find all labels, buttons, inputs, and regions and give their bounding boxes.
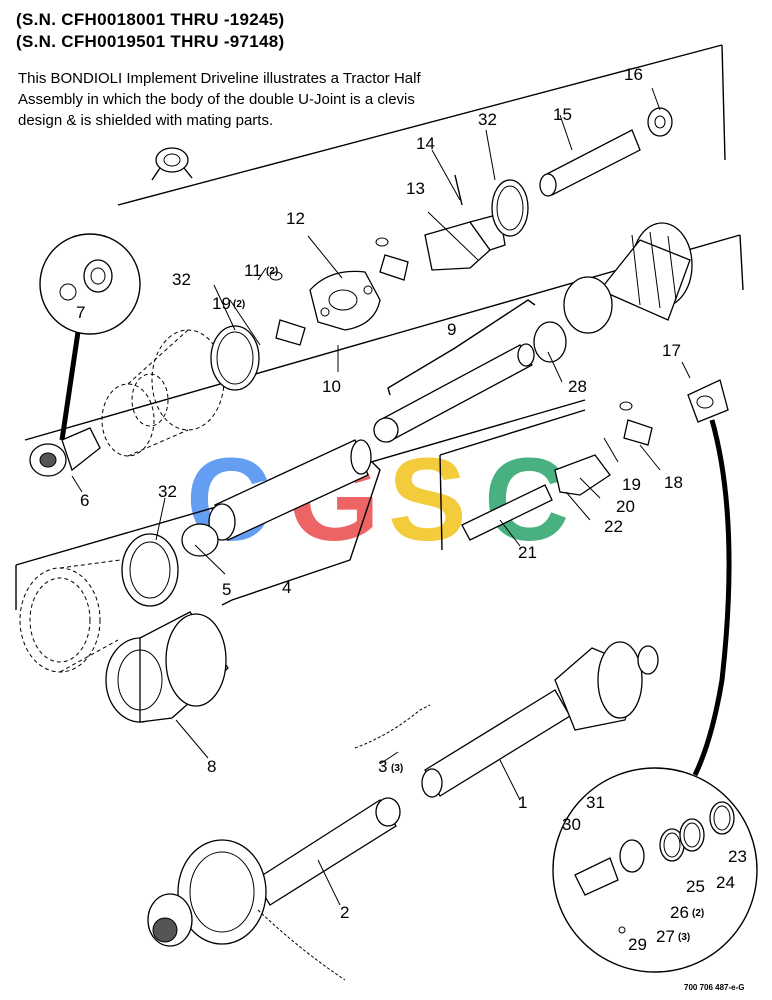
part-22-yoke xyxy=(554,454,611,496)
callout-19b: 19 xyxy=(622,475,641,494)
callout-3: 3 xyxy=(378,757,387,776)
part-6-yoke xyxy=(29,427,101,477)
callout-4: 4 xyxy=(282,578,291,597)
parts-23-31-inset xyxy=(552,767,758,973)
callout-31: 31 xyxy=(586,793,605,812)
part-8-shield-cone xyxy=(105,611,229,723)
description-text: This BONDIOLI Implement Driveline illust… xyxy=(18,70,421,129)
callout-19a-qty: (2) xyxy=(233,299,245,310)
callout-5: 5 xyxy=(222,580,231,599)
yoke-thumbnail xyxy=(151,147,193,181)
callout-24: 24 xyxy=(716,873,735,892)
part-21-inner-tube xyxy=(461,484,553,541)
callout-20: 20 xyxy=(616,497,635,516)
shield-cone-lower-dashed xyxy=(19,559,121,673)
callout-22: 22 xyxy=(604,517,623,536)
callout-3-qty: (3) xyxy=(391,763,403,774)
serial-range-2: (S.N. CFH0019501 THRU -97148) xyxy=(16,32,285,51)
part-17-leader xyxy=(692,419,732,777)
callout-8: 8 xyxy=(207,757,216,776)
part-32-ring-lower xyxy=(121,533,179,607)
watermark-letter-3: S xyxy=(388,434,467,566)
part-13-yoke xyxy=(424,213,506,271)
part-14-pin xyxy=(454,174,463,206)
callout-32c: 32 xyxy=(158,482,177,501)
callout-28: 28 xyxy=(568,377,587,396)
callout-26-qty: (2) xyxy=(692,908,704,919)
shield-cone-upper-right xyxy=(563,222,693,334)
part-4-outer-tube xyxy=(208,439,372,541)
part-2-shaft xyxy=(147,797,401,981)
part-12-clevis xyxy=(309,270,381,331)
callout-10: 10 xyxy=(322,377,341,396)
callout-11-qty: (2) xyxy=(266,266,278,277)
callout-14: 14 xyxy=(416,134,435,153)
part-16-collar xyxy=(647,107,673,137)
part-28-bearing-ring xyxy=(533,321,567,363)
callout-11: 11 xyxy=(244,261,262,280)
serial-range-1: (S.N. CFH0018001 THRU -19245) xyxy=(16,10,285,29)
part-9-bracket xyxy=(387,299,536,396)
callout-29: 29 xyxy=(628,935,647,954)
callout-32a: 32 xyxy=(478,110,497,129)
callout-17: 17 xyxy=(662,341,681,360)
part-32-ring-upper xyxy=(210,325,260,391)
callout-2: 2 xyxy=(340,903,349,922)
part-5-bearing-ring xyxy=(181,523,219,557)
callout-25: 25 xyxy=(686,877,705,896)
part-4-bracket xyxy=(221,461,381,606)
callout-26: 26 xyxy=(670,903,689,922)
callout-18: 18 xyxy=(664,473,683,492)
callout-1: 1 xyxy=(518,793,527,812)
part-15-outer-tube xyxy=(539,129,641,197)
callout-leaders xyxy=(71,87,691,906)
callout-15: 15 xyxy=(553,105,572,124)
cross-bearing-kits xyxy=(269,237,653,446)
callout-6: 6 xyxy=(80,491,89,510)
callout-32b: 32 xyxy=(172,270,191,289)
part-1-shaft xyxy=(421,641,659,798)
callout-9: 9 xyxy=(447,320,456,339)
callout-labels: 1 2 3 (3) 4 5 6 7 8 9 10 11 (2) 12 13 14… xyxy=(76,65,747,954)
callout-23: 23 xyxy=(728,847,747,866)
part-7-inset xyxy=(39,233,141,441)
callout-21: 21 xyxy=(518,543,537,562)
callout-27: 27 xyxy=(656,927,675,946)
drawing-code: 700 706 487-e-G xyxy=(684,983,745,992)
part-17-yoke xyxy=(687,379,729,423)
callout-30: 30 xyxy=(562,815,581,834)
part-32-ring-top xyxy=(491,179,529,237)
callout-7: 7 xyxy=(76,303,85,322)
callout-19a: 19 xyxy=(212,294,231,313)
callout-13: 13 xyxy=(406,179,425,198)
callout-12: 12 xyxy=(286,209,305,228)
part-3-chain xyxy=(354,704,431,749)
callout-16: 16 xyxy=(624,65,643,84)
part-9-inner-tube xyxy=(373,343,535,443)
callout-27-qty: (3) xyxy=(678,932,690,943)
